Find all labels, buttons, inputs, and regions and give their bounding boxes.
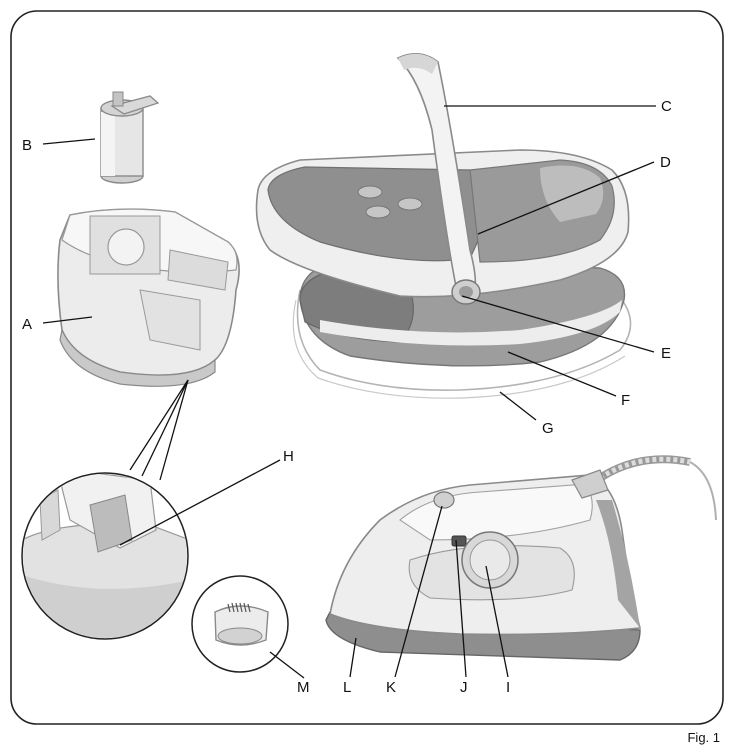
water-cup-illustration: [100, 91, 160, 184]
label-b: B: [22, 137, 32, 154]
label-f: F: [621, 392, 630, 409]
label-g: G: [542, 420, 554, 437]
label-m: M: [297, 679, 310, 696]
label-e: E: [661, 345, 671, 362]
label-l: L: [343, 679, 351, 696]
water-tank-illustration: [57, 208, 240, 387]
label-a: A: [22, 316, 32, 333]
filter-detail-illustration: [191, 575, 289, 673]
base-station-illustration: [255, 53, 632, 399]
label-i: I: [506, 679, 510, 696]
magnified-detail-illustration: [21, 379, 189, 640]
iron-illustration: [325, 455, 717, 661]
label-k: K: [386, 679, 396, 696]
leader-lines: [42, 105, 656, 679]
part-labels: B A C D E F G H I J K L M: [22, 98, 672, 696]
label-c: C: [661, 98, 672, 115]
figure-caption: Fig. 1: [687, 730, 720, 745]
label-j: J: [460, 679, 468, 696]
label-d: D: [660, 154, 671, 171]
label-h: H: [283, 448, 294, 465]
